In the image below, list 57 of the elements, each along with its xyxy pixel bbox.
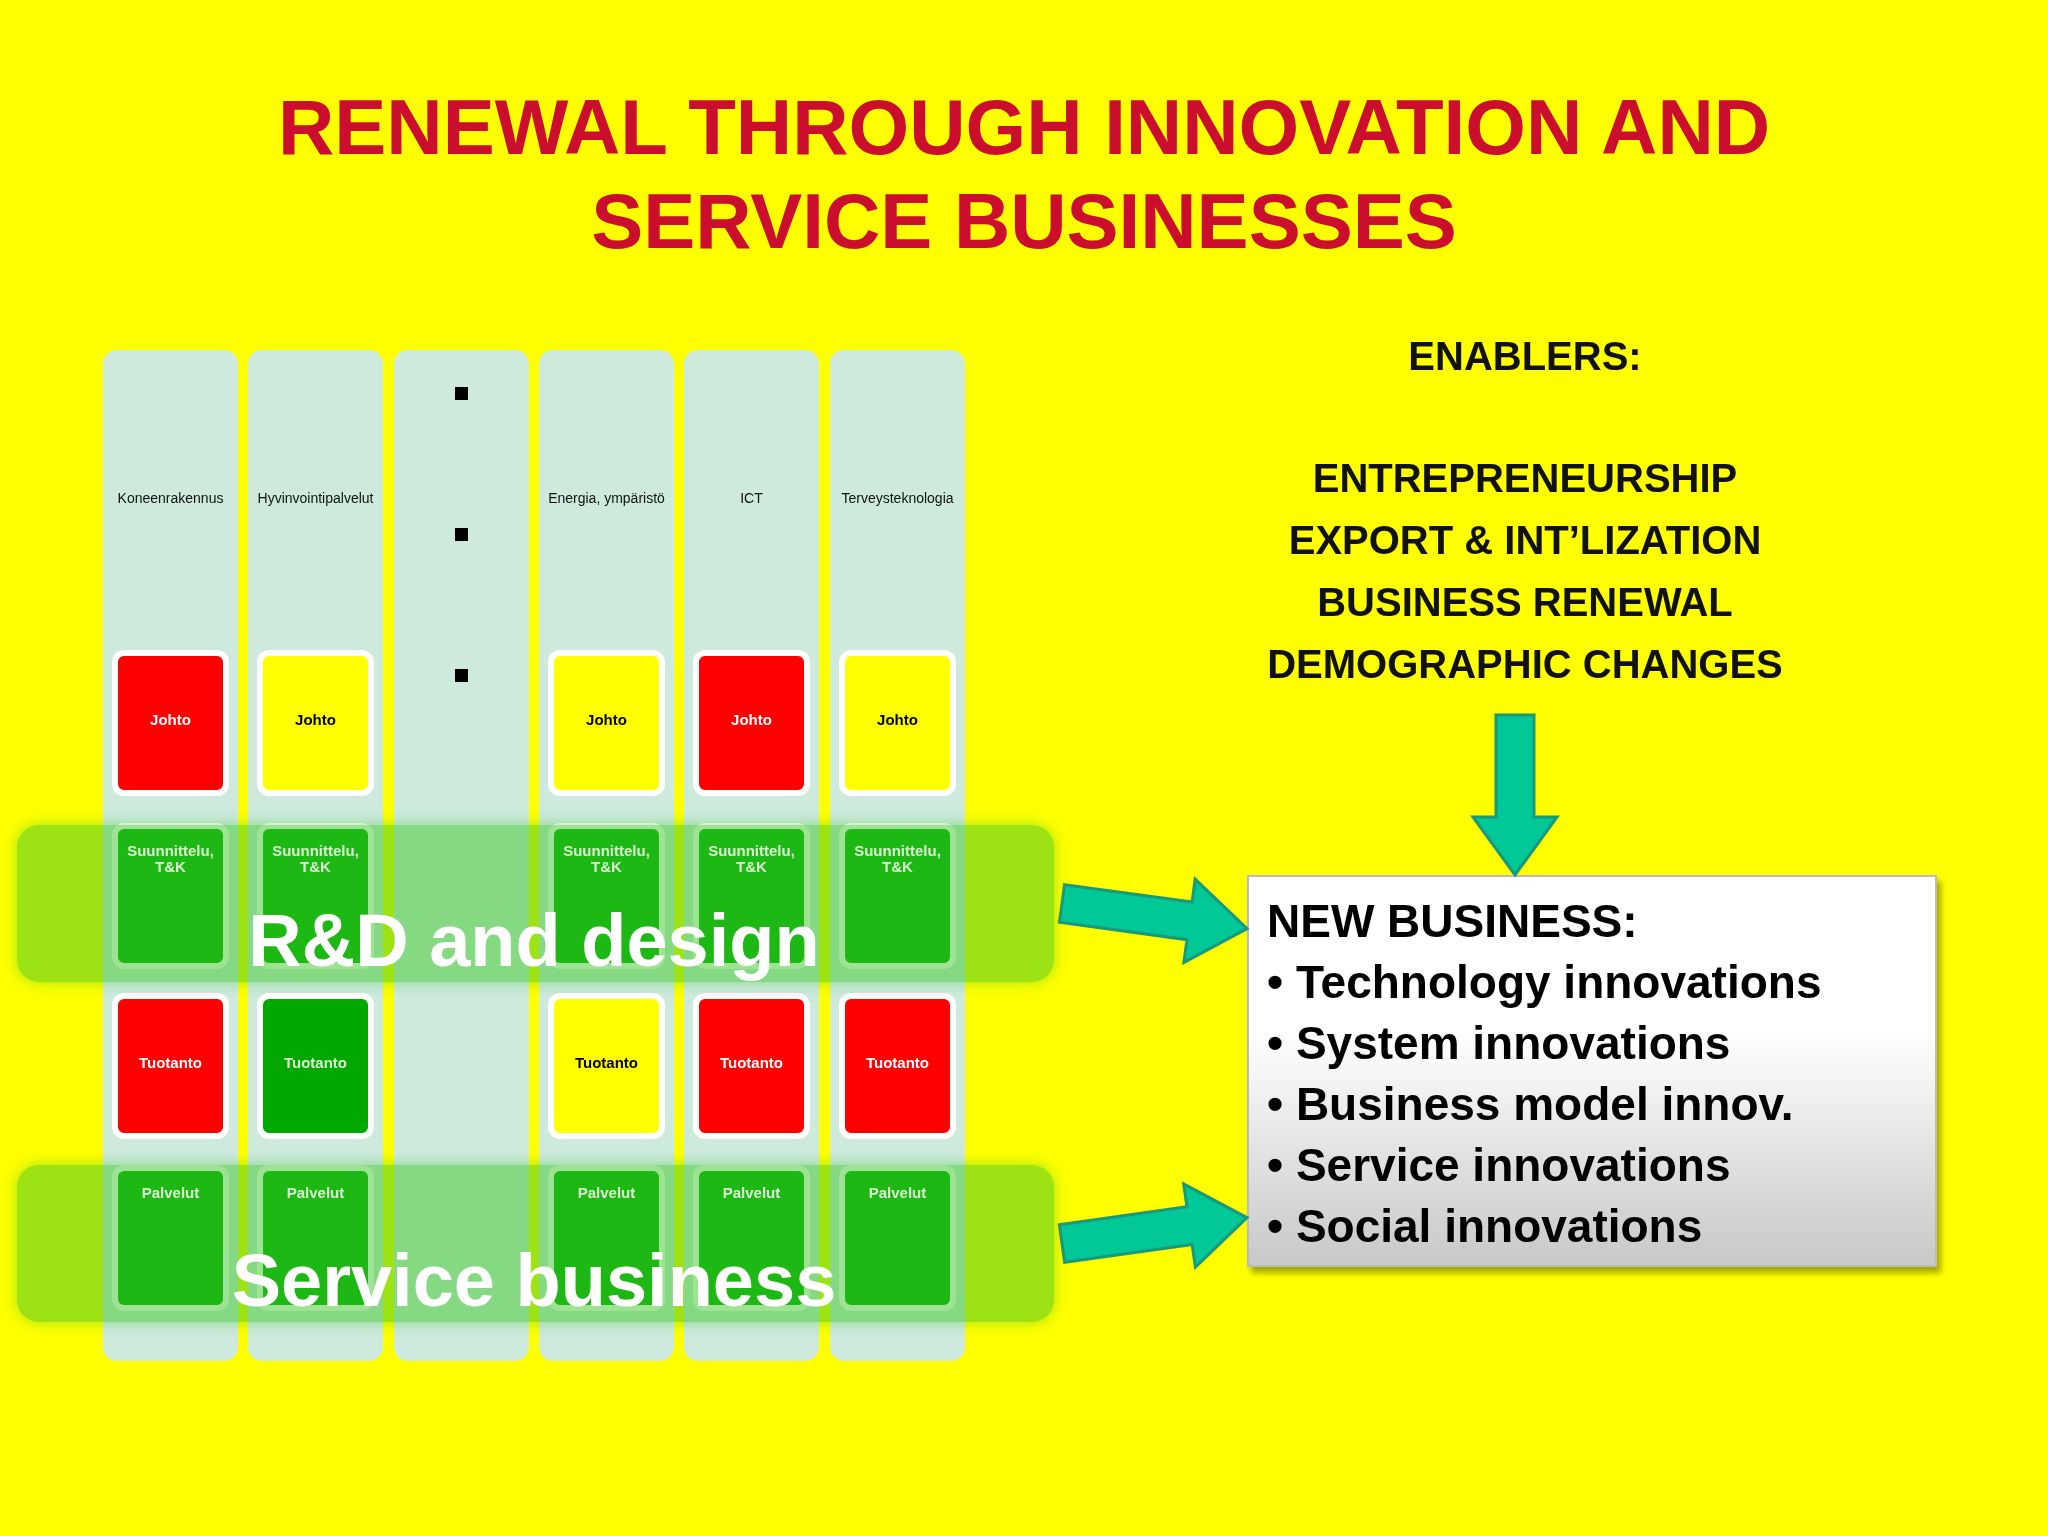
card-label: Johto [294, 712, 337, 728]
bullet-item: • Social innovations [1267, 1199, 1704, 1254]
status-card [693, 650, 810, 796]
status-card [839, 650, 956, 796]
column-heading: Terveysteknologia [840, 490, 955, 506]
card-label: Tuotanto [573, 1055, 639, 1071]
block-arrow [1057, 876, 1250, 966]
card-label: Tuotanto [718, 1055, 784, 1071]
status-card [548, 993, 665, 1139]
card-label: Suunnittelu, T&K [707, 843, 796, 875]
card-label: Johto [730, 712, 773, 728]
card-label: Palvelut [140, 1185, 201, 1201]
bullet-item: • System innovations [1267, 1016, 1732, 1071]
card-label: Suunnittelu, T&K [271, 843, 360, 875]
card-label: Johto [149, 712, 192, 728]
bullet-item: • Service innovations [1267, 1138, 1732, 1193]
highlight-band [17, 825, 1054, 982]
card-label: Suunnittelu, T&K [853, 843, 942, 875]
status-card [693, 993, 810, 1139]
enabler-item: DEMOGRAPHIC CHANGES [1266, 641, 1784, 688]
bullet-item: • Business model innov. [1267, 1077, 1795, 1132]
column-heading: ICT [739, 490, 764, 506]
card-label: Suunnittelu, T&K [126, 843, 215, 875]
enabler-item: EXPORT & INT’LIZATION [1287, 517, 1763, 564]
card-label: Palvelut [576, 1185, 637, 1201]
new-business-panel [1247, 875, 1937, 1267]
card-label: Tuotanto [864, 1055, 930, 1071]
card-label: Tuotanto [282, 1055, 348, 1071]
card-label: Johto [585, 712, 628, 728]
card-label: Johto [876, 712, 919, 728]
column-heading: Koneenrakennus [116, 490, 225, 506]
status-card [839, 993, 956, 1139]
card-label: Palvelut [867, 1185, 928, 1201]
card-label: Tuotanto [137, 1055, 203, 1071]
enabler-item: BUSINESS RENEWAL [1316, 579, 1734, 626]
panel-heading: NEW BUSINESS: [1267, 894, 1639, 949]
status-card [839, 823, 956, 969]
block-arrow [1057, 1181, 1250, 1271]
column-heading: Hyvinvointipalvelut [256, 490, 375, 506]
status-card [112, 823, 229, 969]
card-label: Suunnittelu, T&K [562, 843, 651, 875]
bullet-item: • Technology innovations [1267, 955, 1823, 1010]
title: RENEWAL THROUGH INNOVATION AND SERVICE BUSINESSES [276, 82, 1772, 267]
status-card [112, 993, 229, 1139]
status-card [257, 993, 374, 1139]
status-card [257, 650, 374, 796]
highlight-band [17, 1165, 1054, 1322]
enablers-heading: ENABLERS: [1407, 333, 1643, 380]
status-card [839, 1165, 956, 1311]
column-heading: Energia, ympäristö [547, 490, 666, 506]
card-label: Palvelut [285, 1185, 346, 1201]
status-card [112, 1165, 229, 1311]
block-arrow [1470, 713, 1560, 878]
status-card [548, 650, 665, 796]
card-label: Palvelut [721, 1185, 782, 1201]
status-card [112, 650, 229, 796]
enabler-item: ENTREPRENEURSHIP [1311, 455, 1739, 502]
